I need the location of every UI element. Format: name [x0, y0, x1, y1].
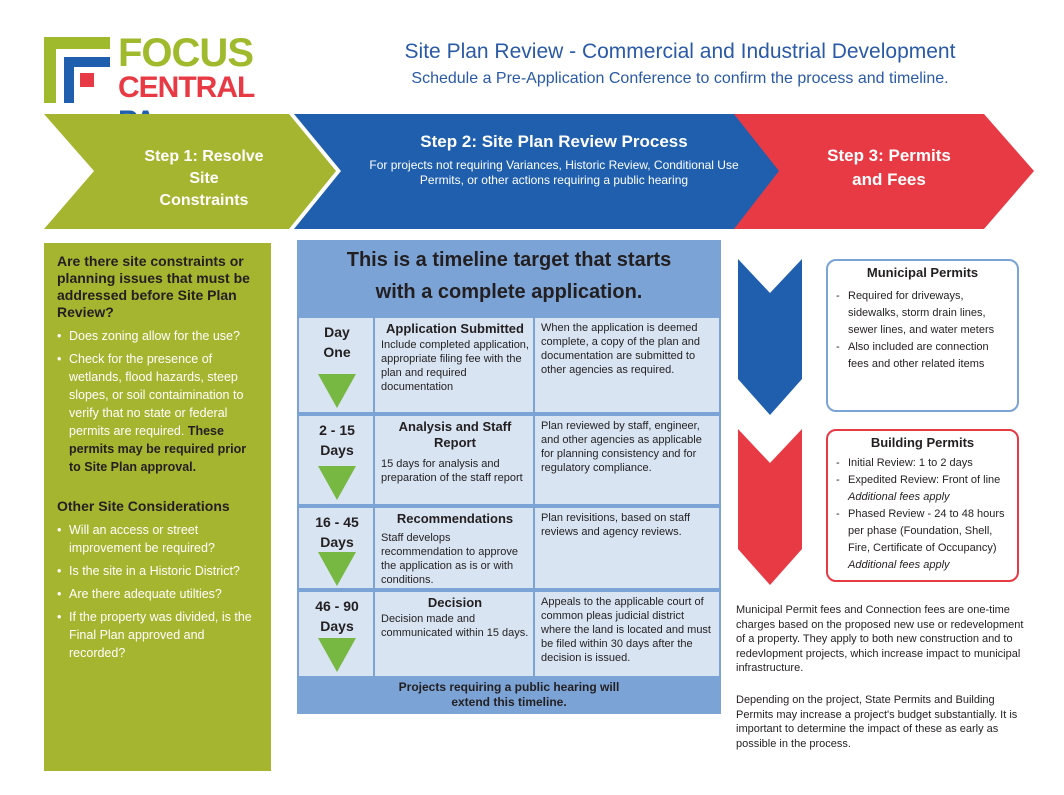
- timeline-step-note: Plan revisitions, based on staff reviews…: [541, 512, 690, 538]
- list-item: Is the site in a Historic District?: [57, 562, 261, 580]
- step1-label-line2: Site Constraints: [159, 170, 249, 209]
- fee-note: Additional fees apply: [848, 559, 950, 571]
- permits-note: These permits may be required prior to S…: [69, 424, 247, 474]
- focus-central-pa-logo: FOCUS CENTRAL PA: [44, 31, 276, 138]
- down-arrow-icon: [318, 638, 356, 672]
- building-permits-list: Initial Review: 1 to 2 days Expedited Re…: [836, 455, 1009, 574]
- day-line1: 46 - 90: [315, 598, 359, 614]
- day-line2: Days: [320, 442, 354, 458]
- day-line1: Day: [324, 324, 350, 340]
- timeline-day: 2 - 15 Days: [299, 420, 375, 460]
- step1-label: Step 1: Resolve Site Constraints: [144, 146, 264, 212]
- other-considerations-list: Will an access or street improvement be …: [57, 521, 261, 662]
- down-arrow-icon: [318, 552, 356, 586]
- logo-mark-icon: [44, 37, 110, 103]
- timeline-step-desc: Decision made and communicated within 15…: [381, 613, 529, 639]
- timeline-heading-line2: with a complete application.: [375, 281, 643, 303]
- timeline-step-cell: Decision Decision made and communicated …: [377, 592, 535, 676]
- other-considerations-heading: Other Site Considerations: [57, 498, 230, 514]
- day-line2: Days: [320, 618, 354, 634]
- fee-note: Additional fees apply: [848, 491, 950, 503]
- down-arrow-icon: [318, 374, 356, 408]
- timeline-step-title: Analysis and Staff Report: [398, 419, 512, 450]
- timeline-day-cell: 2 - 15 Days: [299, 416, 375, 504]
- timeline-row-16-45-days: 16 - 45 Days Recommendations Staff develo…: [299, 508, 719, 588]
- site-constraints-panel: Are there site constraints or planning i…: [44, 243, 271, 771]
- process-steps: Step 1: Resolve Site Constraints Step 2:…: [44, 114, 1064, 229]
- list-item: Check for the presence of wetlands, floo…: [57, 350, 261, 476]
- municipal-permits-list: Required for driveways, sidewalks, storm…: [836, 288, 1009, 373]
- step-arrows-graphic: [44, 114, 1034, 229]
- list-item: Expedited Review: Front of line: [836, 472, 1009, 489]
- permit-fees-note: Municipal Permit fees and Connection fee…: [736, 604, 1024, 674]
- day-line2: One: [323, 344, 351, 360]
- timeline-step-cell: Analysis and Staff Report 15 days for an…: [377, 416, 535, 504]
- step3-label: Step 3: Permits and Fees: [814, 144, 964, 192]
- step2-title: Step 2: Site Plan Review Process: [420, 132, 688, 151]
- day-line1: 2 - 15: [319, 422, 355, 438]
- timeline-row-46-90-days: 46 - 90 Days Decision Decision made and c…: [299, 592, 719, 676]
- timeline-step-note: When the application is deemed complete,…: [541, 322, 700, 376]
- timeline-panel: This is a timeline target that starts wi…: [297, 240, 721, 714]
- municipal-permits-box: Municipal Permits Required for driveways…: [826, 259, 1019, 412]
- list-item: If the property was divided, is the Fina…: [57, 608, 261, 662]
- list-item: Initial Review: 1 to 2 days: [836, 455, 1009, 472]
- timeline-step-title: Recommendations: [396, 511, 514, 526]
- timeline-step-title: Decision: [427, 595, 483, 610]
- step2-description: For projects not requiring Variances, Hi…: [369, 158, 739, 187]
- constraints-list: Does zoning allow for the use? Check for…: [57, 327, 261, 476]
- logo-word-central: CENTRAL: [118, 71, 255, 104]
- step2-arrow: [294, 114, 784, 229]
- timeline-footer: Projects requiring a public hearing will…: [297, 680, 721, 710]
- list-item: Does zoning allow for the use?: [57, 327, 261, 345]
- timeline-day: 16 - 45 Days: [299, 512, 375, 552]
- timeline-heading-line1: This is a timeline target that starts: [346, 249, 672, 271]
- timeline-day-cell: 46 - 90 Days: [299, 592, 375, 676]
- list-item-text: Check for the presence of wetlands, floo…: [69, 352, 244, 438]
- day-line1: 16 - 45: [315, 514, 359, 530]
- municipal-chevron-icon: [738, 259, 802, 415]
- step1-arrow: [44, 114, 336, 229]
- list-item: Required for driveways, sidewalks, storm…: [836, 288, 1009, 339]
- list-item: Also included are connection fees and ot…: [836, 339, 1009, 373]
- page-title: Site Plan Review - Commercial and Indust…: [404, 40, 956, 63]
- constraints-heading: Are there site constraints or planning i…: [57, 253, 250, 320]
- list-item: Are there adequate utilties?: [57, 585, 261, 603]
- timeline-footer-line2: extend this timeline.: [451, 695, 567, 709]
- timeline-step-title: Application Submitted: [386, 321, 524, 336]
- timeline-row-2-15-days: 2 - 15 Days Analysis and Staff Report 15 …: [299, 416, 719, 504]
- list-item: Phased Review - 24 to 48 hours per phase…: [836, 506, 1009, 557]
- building-permits-title: Building Permits: [870, 435, 975, 450]
- page-subtitle: Schedule a Pre-Application Conference to…: [411, 70, 949, 87]
- list-item: Will an access or street improvement be …: [57, 521, 261, 557]
- timeline-step-desc: 15 days for analysis and preparation of …: [381, 458, 523, 484]
- step3-arrow: [734, 114, 1034, 229]
- building-chevron-icon: [738, 429, 802, 585]
- timeline-day-cell: 16 - 45 Days: [299, 508, 375, 588]
- timeline-step-note: Appeals to the applicable court of commo…: [541, 596, 711, 664]
- timeline-step-desc: Include completed application, appropria…: [381, 339, 529, 393]
- timeline-step-cell: Application Submitted Include completed …: [377, 318, 535, 412]
- step3-label-line1: Step 3: Permits: [827, 146, 951, 165]
- building-permits-box: Building Permits Initial Review: 1 to 2 …: [826, 429, 1019, 582]
- logo-word-focus: FOCUS: [118, 31, 254, 75]
- timeline-footer-line1: Projects requiring a public hearing will: [398, 680, 620, 694]
- day-line2: Days: [320, 534, 354, 550]
- budget-impact-note: Depending on the project, State Permits …: [736, 694, 1018, 750]
- timeline-step-note: Plan reviewed by staff, engineer, and ot…: [541, 420, 702, 474]
- step1-label-line1: Step 1: Resolve: [144, 148, 264, 165]
- municipal-permits-title: Municipal Permits: [866, 265, 979, 280]
- timeline-day: 46 - 90 Days: [299, 596, 375, 636]
- step3-label-line2: and Fees: [852, 170, 926, 189]
- down-arrow-icon: [318, 466, 356, 500]
- timeline-step-desc: Staff develops recommendation to approve…: [381, 532, 518, 586]
- timeline-step-cell: Recommendations Staff develops recommend…: [377, 508, 535, 588]
- timeline-heading: This is a timeline target that starts wi…: [297, 244, 721, 308]
